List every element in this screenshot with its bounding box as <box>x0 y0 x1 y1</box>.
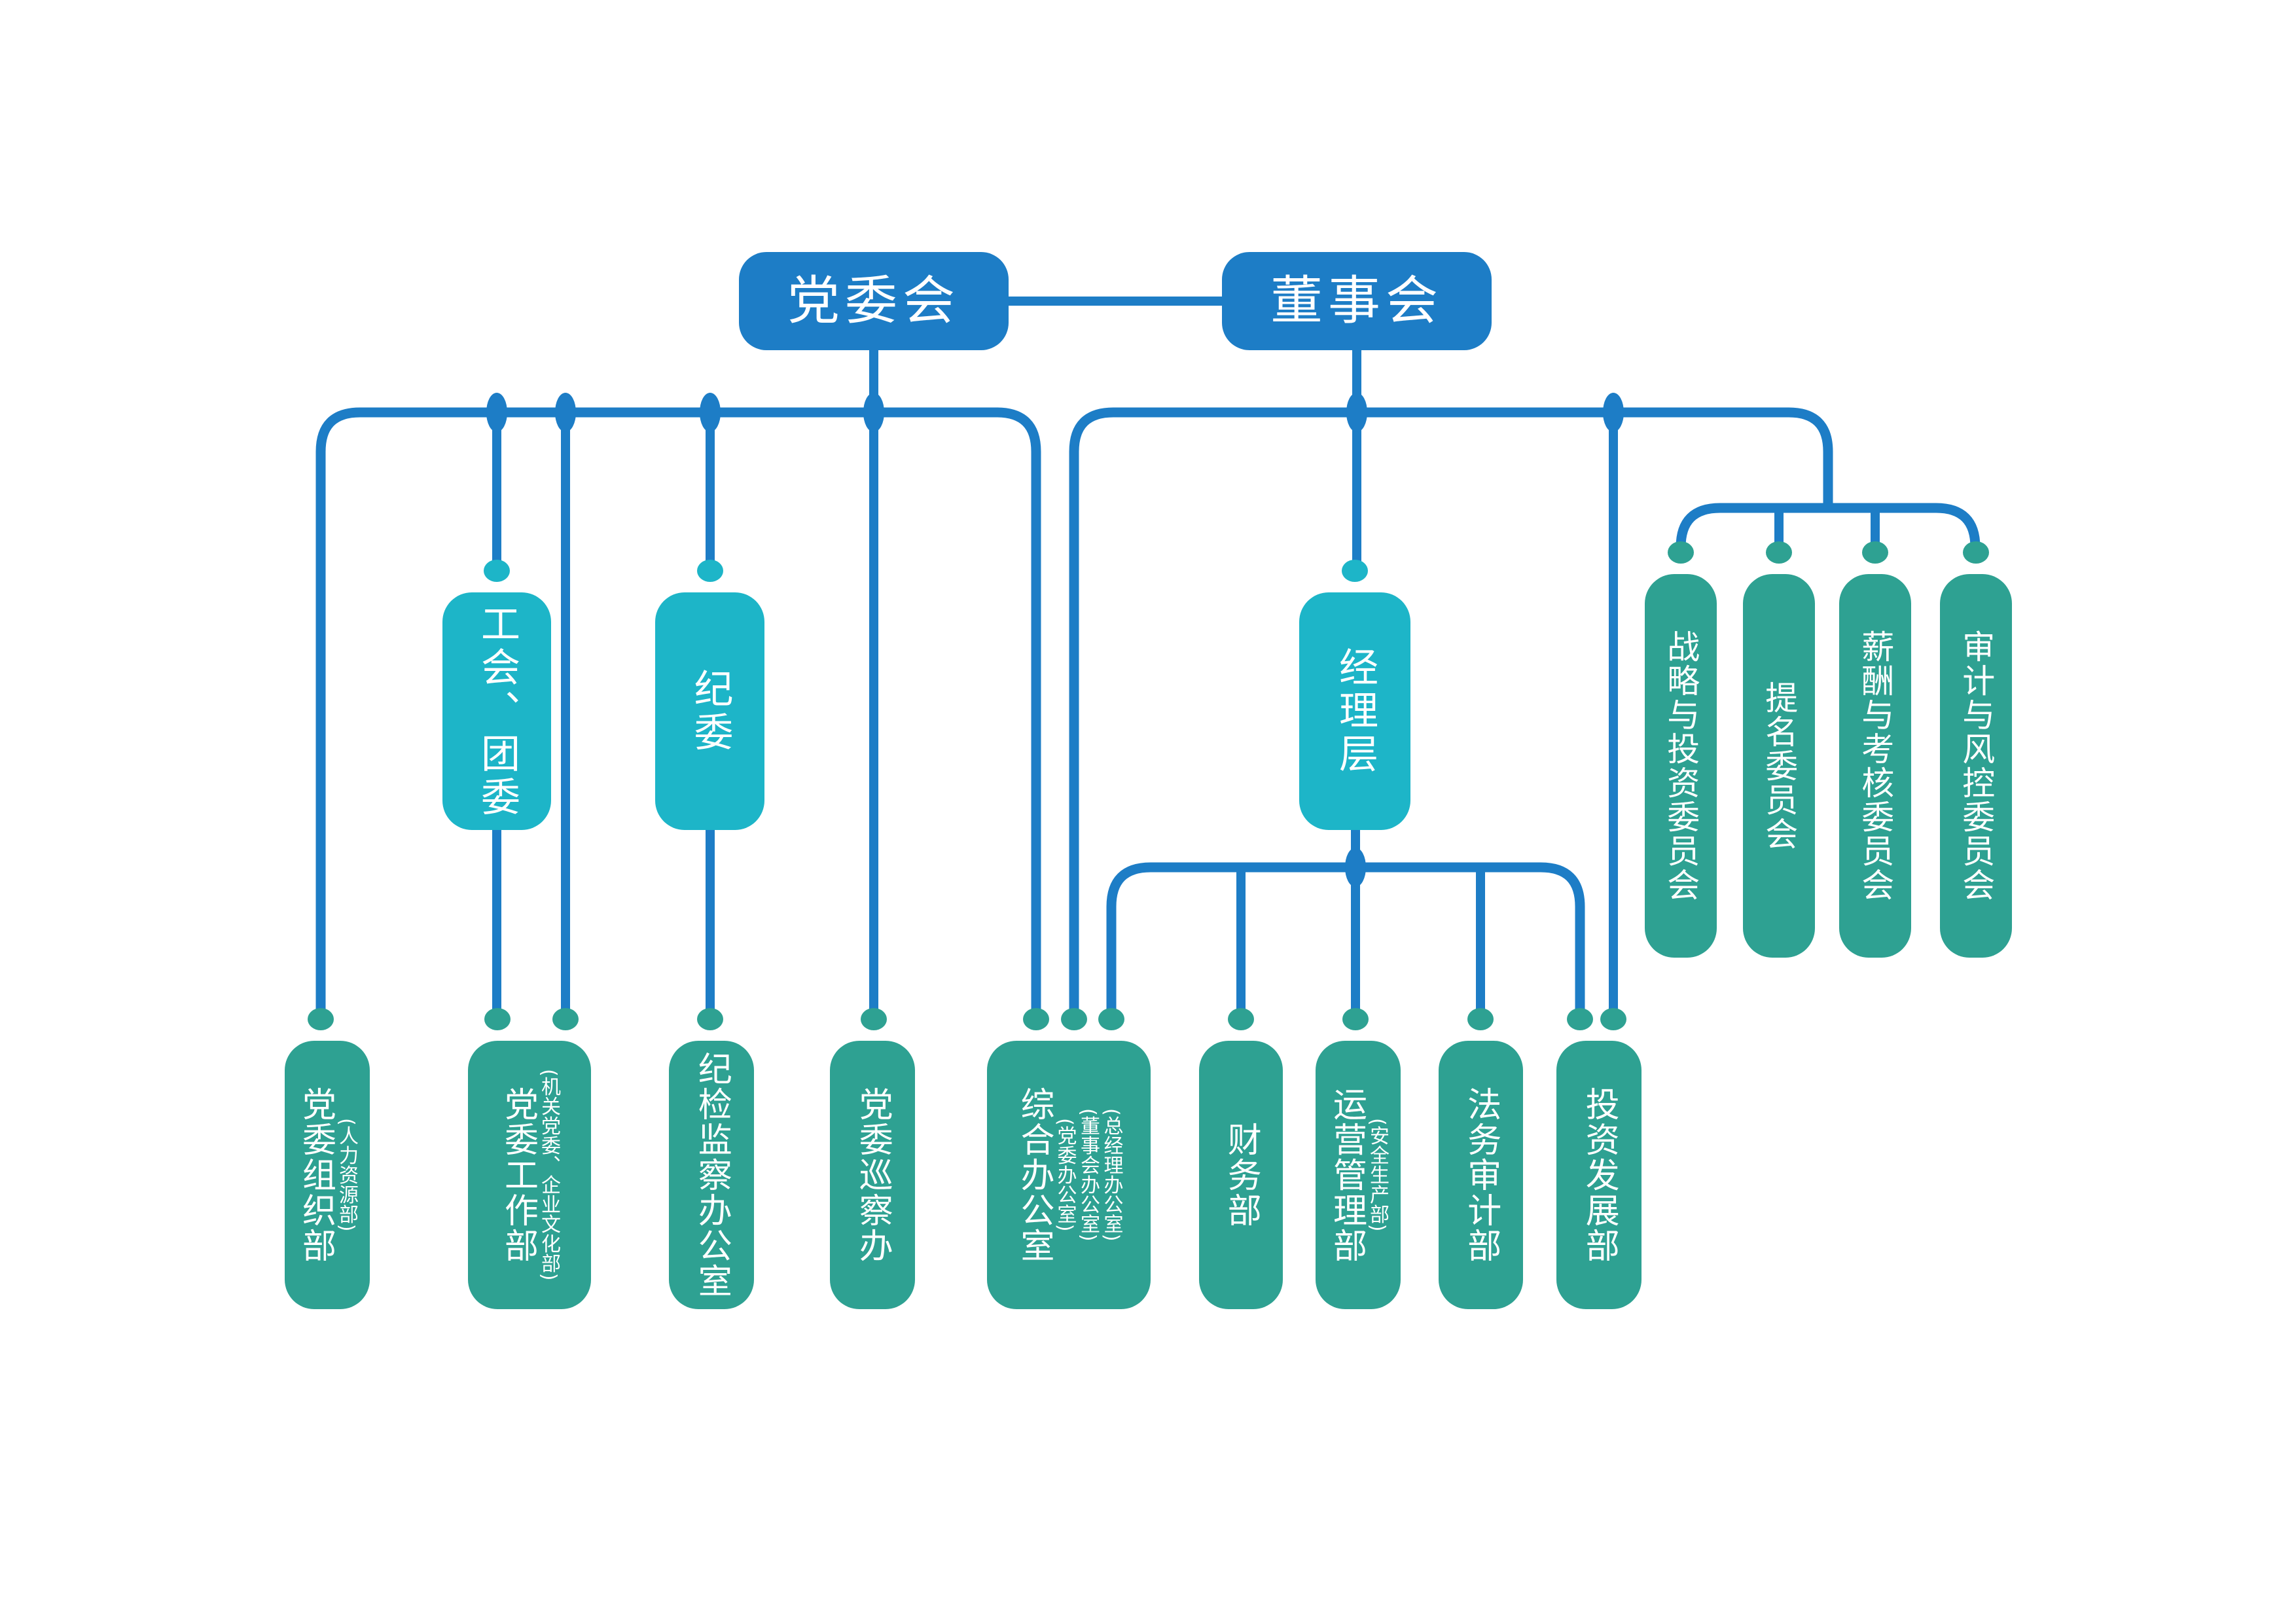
department-anchor-dots <box>308 1008 1626 1030</box>
node-anchor-dot <box>308 1008 334 1030</box>
node-label: 董事会 <box>1270 270 1443 331</box>
node-anchor-dot <box>552 1008 579 1030</box>
junction-dot <box>1346 393 1367 432</box>
node-dept-operations-management[interactable]: (安全生产部) 运营管理部 <box>1316 1041 1401 1309</box>
node-dept-legal-audit[interactable]: 法务审计部 <box>1439 1041 1523 1309</box>
junction-dot <box>863 393 884 432</box>
junction-dot <box>700 393 721 432</box>
node-management-level[interactable]: 经理层 <box>1299 592 1410 830</box>
node-anchor-dot <box>1862 541 1888 564</box>
rail-committees <box>1676 503 1981 556</box>
node-sublabel: (董事会办公室) <box>1077 1108 1100 1242</box>
node-dept-investment-development[interactable]: 投资发展部 <box>1556 1041 1641 1309</box>
rail-board <box>1069 407 1833 1019</box>
rail-party-committee <box>315 407 1041 1019</box>
node-label: 党委工作部 <box>498 1087 538 1263</box>
node-committee-nomination[interactable]: 提名委员会 <box>1743 574 1815 958</box>
node-anchor-dot <box>1567 1008 1593 1030</box>
node-label: 薪酬与考核委员会 <box>1856 630 1895 902</box>
node-label: 审计与风控委员会 <box>1957 630 1996 902</box>
node-board[interactable]: 董事会 <box>1222 252 1492 350</box>
node-label: 工会、团委 <box>474 603 520 820</box>
junction-dot <box>1603 393 1624 432</box>
node-sublabel: (人力资源部) <box>335 1118 359 1232</box>
node-anchor-dot <box>1766 541 1792 564</box>
node-anchor-dot <box>1098 1008 1124 1030</box>
node-anchor-dot <box>1061 1008 1087 1030</box>
node-label: 党委巡察办 <box>853 1087 893 1263</box>
junction-dot <box>486 393 507 432</box>
node-anchor-dot <box>1600 1008 1626 1030</box>
node-label: 经理层 <box>1332 646 1378 776</box>
node-label: 法务审计部 <box>1461 1087 1501 1263</box>
node-anchor-dot <box>1342 1008 1369 1030</box>
node-anchor-dot <box>861 1008 887 1030</box>
rail-junction-dots <box>486 393 1624 887</box>
node-anchor-dot <box>697 560 723 582</box>
node-label: 纪委 <box>687 668 733 755</box>
node-anchor-dot <box>1668 541 1694 564</box>
node-label: 运营管理部 <box>1327 1087 1367 1263</box>
node-sublabel: (党委办公室) <box>1053 1118 1077 1232</box>
node-sublabel: (机关党委、企业文化部) <box>537 1069 561 1281</box>
node-anchor-dot <box>1228 1008 1254 1030</box>
node-label: 综合办公室 <box>1014 1087 1054 1263</box>
committee-anchor-dots <box>1668 541 1989 564</box>
node-anchor-dot <box>1963 541 1989 564</box>
node-anchor-dot <box>484 1008 511 1030</box>
node-committee-compensation-assessment[interactable]: 薪酬与考核委员会 <box>1839 574 1911 958</box>
node-dept-party-organization[interactable]: (人力资源部) 党委组织部 <box>285 1041 370 1309</box>
junction-dot <box>1345 848 1366 887</box>
node-discipline-committee[interactable]: 纪委 <box>655 592 764 830</box>
node-dept-general-office[interactable]: (总经理办公室) (董事会办公室) (党委办公室) 综合办公室 <box>987 1041 1151 1309</box>
node-committee-audit-risk-control[interactable]: 审计与风控委员会 <box>1940 574 2012 958</box>
node-dept-discipline-inspection-office[interactable]: 纪检监察办公室 <box>669 1041 754 1309</box>
node-label: 纪检监察办公室 <box>692 1051 732 1299</box>
node-committee-strategy-investment[interactable]: 战略与投资委员会 <box>1645 574 1717 958</box>
rail-management <box>1106 862 1585 1019</box>
mid-node-anchor-dots <box>484 560 1368 582</box>
node-label: 投资发展部 <box>1579 1087 1619 1263</box>
node-label: 财务部 <box>1221 1122 1261 1228</box>
node-anchor-dot <box>697 1008 723 1030</box>
node-label: 提名委员会 <box>1760 681 1799 851</box>
node-anchor-dot <box>1342 560 1368 582</box>
node-sublabel: (总经理办公室) <box>1100 1108 1123 1242</box>
node-dept-party-inspection-office[interactable]: 党委巡察办 <box>830 1041 915 1309</box>
junction-dot <box>555 393 576 432</box>
node-party-committee[interactable]: 党委会 <box>739 252 1009 350</box>
node-dept-finance[interactable]: 财务部 <box>1199 1041 1283 1309</box>
node-label: 党委组织部 <box>296 1087 336 1263</box>
node-sublabel: (安全生产部) <box>1366 1118 1390 1232</box>
node-dept-party-work[interactable]: (机关党委、企业文化部) 党委工作部 <box>468 1041 591 1309</box>
node-label: 战略与投资委员会 <box>1662 630 1700 902</box>
node-anchor-dot <box>1023 1008 1049 1030</box>
node-anchor-dot <box>1467 1008 1494 1030</box>
node-label: 党委会 <box>787 270 960 331</box>
node-anchor-dot <box>484 560 510 582</box>
node-union-youth-league[interactable]: 工会、团委 <box>442 592 551 830</box>
